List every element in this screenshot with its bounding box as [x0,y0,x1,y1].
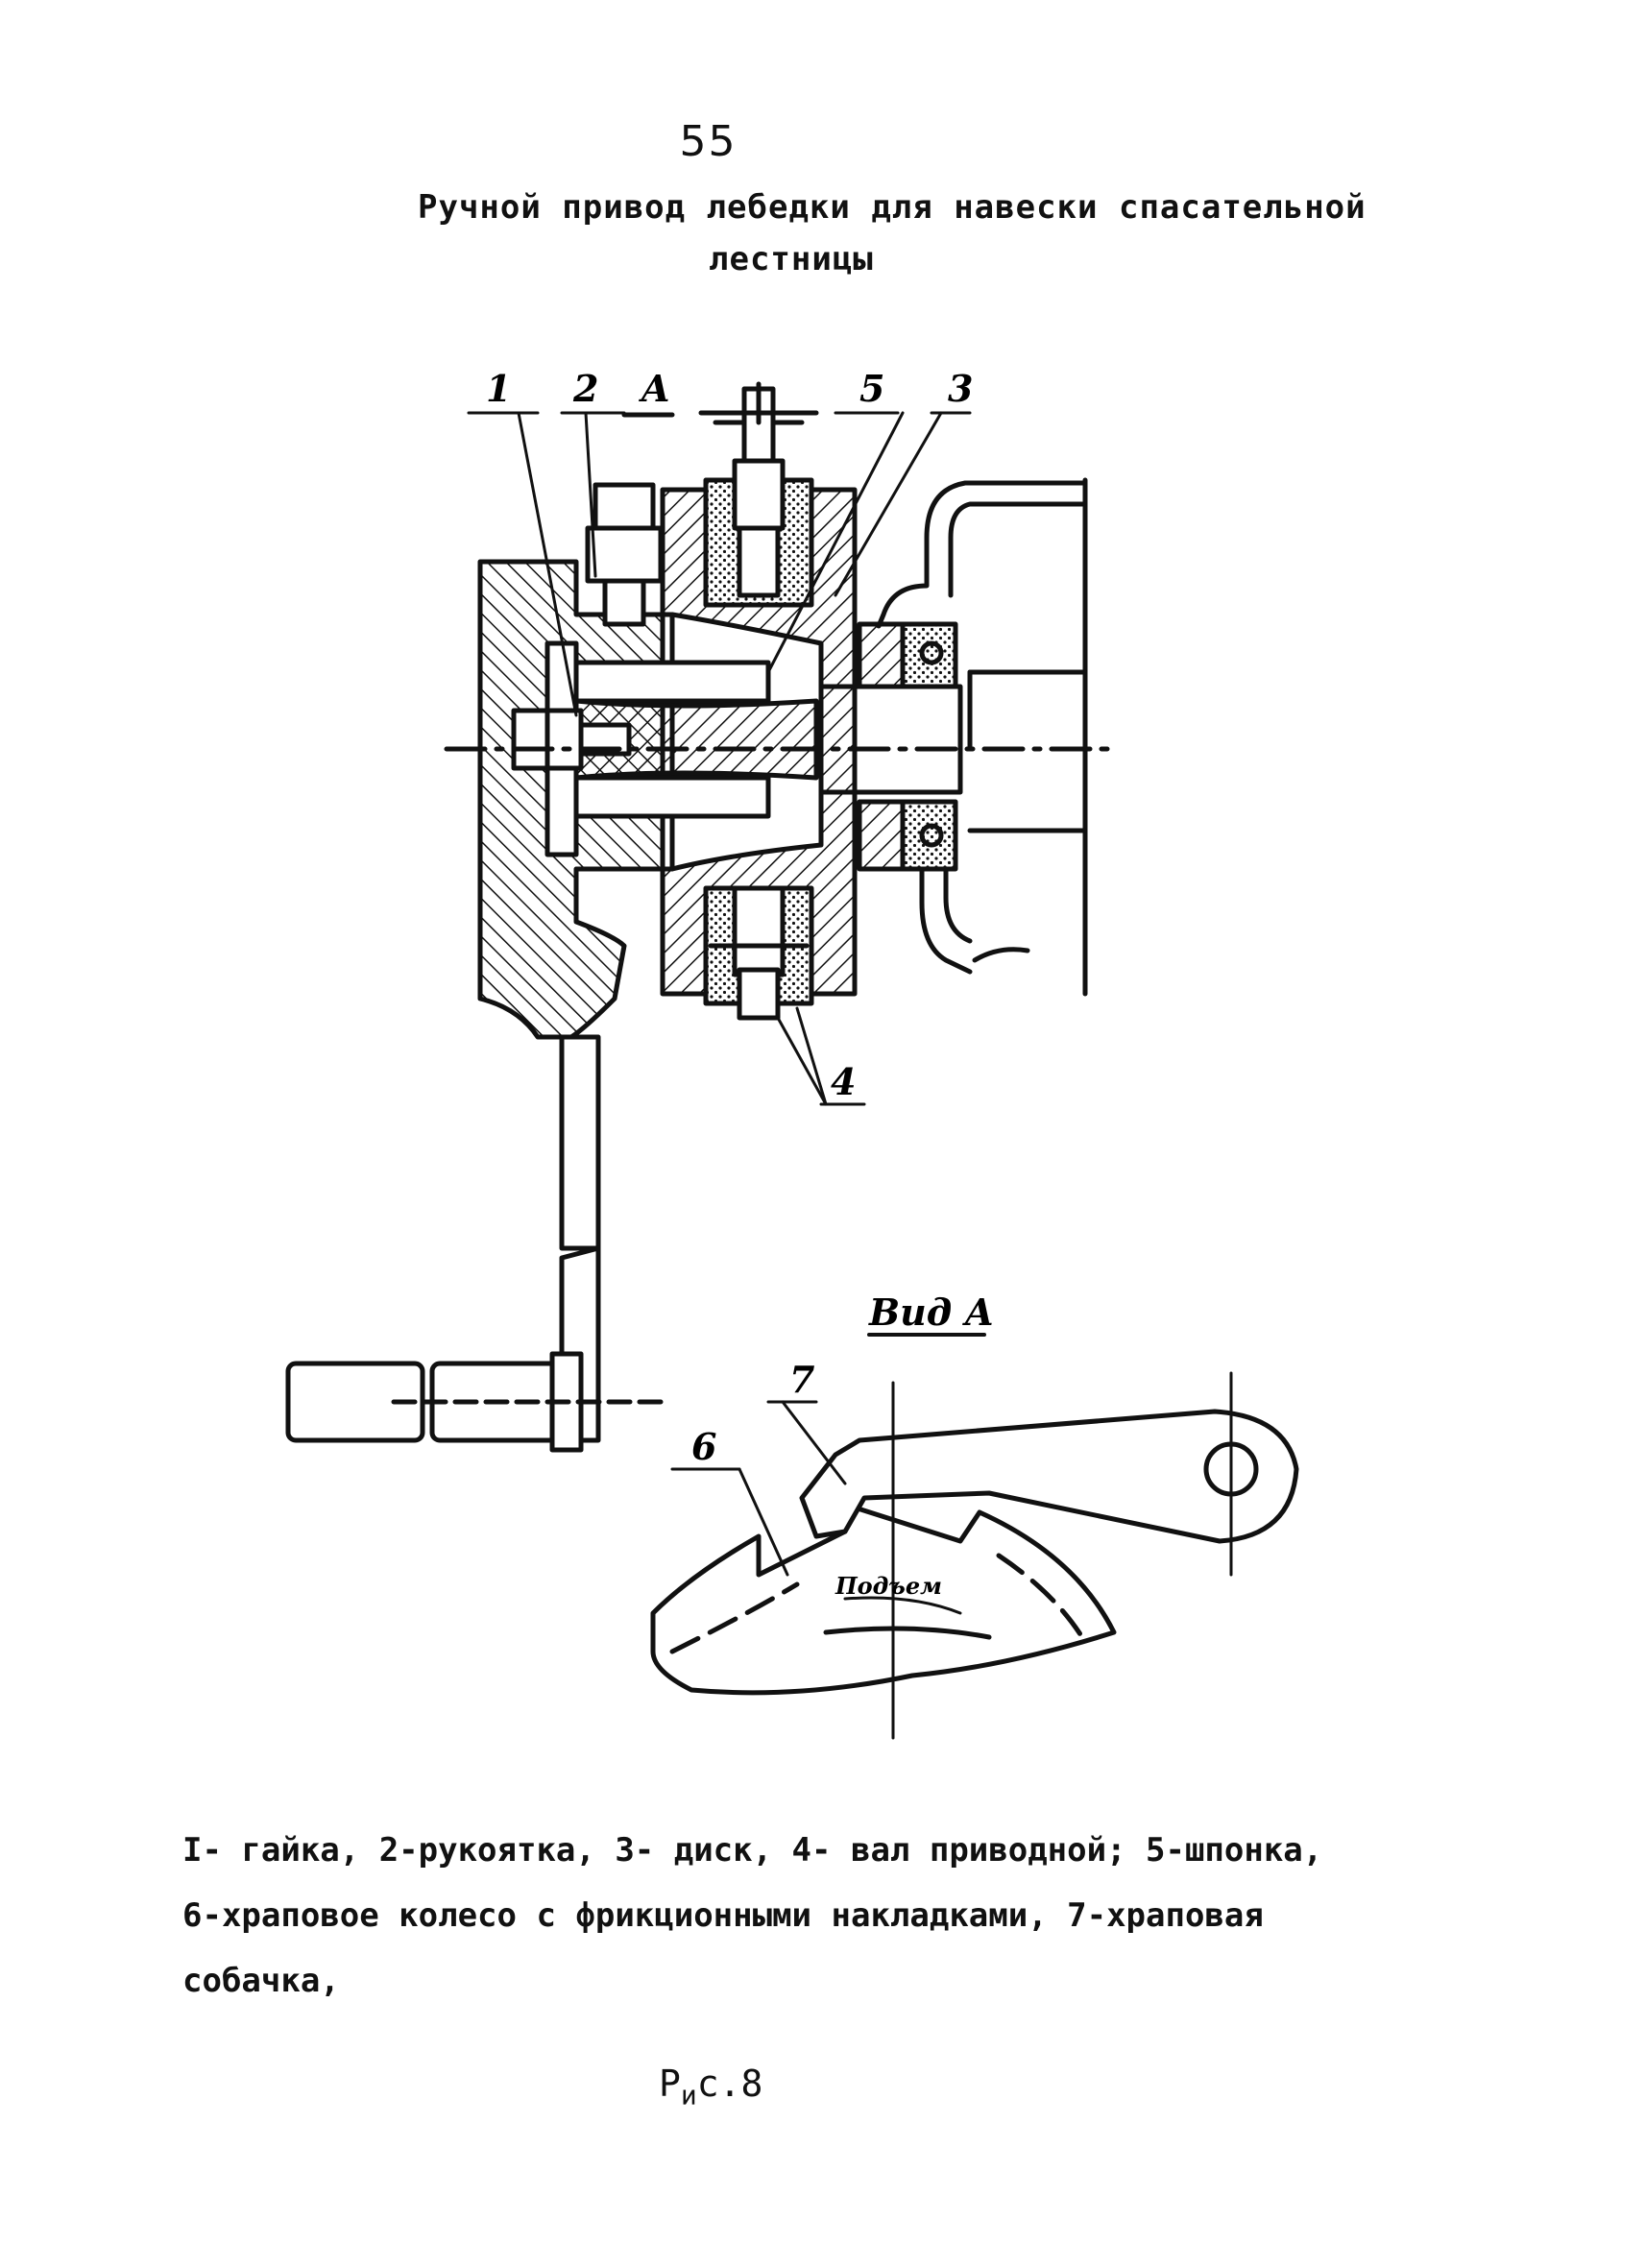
callout-6: 6 [691,1425,716,1468]
section-arrows [621,410,819,425]
ratchet-pawl [799,1371,1299,1577]
callout-2: 2 [572,367,598,410]
bolt-lower [708,885,810,1021]
crank-handle [285,746,1122,1453]
page-number: 55 [679,117,738,166]
housing [876,477,1088,997]
leader-lines [467,411,972,1106]
title-line-2: лестницы [709,240,874,278]
bearing [857,621,958,872]
bolt-upper [732,381,786,598]
legend-line: I- гайка, 2-рукоятка, 3- диск, 4- вал пр… [182,1831,1323,1870]
figure-caption: Рис.8 [659,2063,762,2111]
callout-4: 4 [831,1060,856,1103]
handle-bolt [585,482,664,627]
callout-5: 5 [859,367,884,410]
lift-direction-label: Подъем [835,1572,942,1600]
ratchet-wheel [650,1505,1117,1696]
view-leaders [670,1333,986,1577]
parts-legend: I- гайка, 2-рукоятка, 3- диск, 4- вал пр… [182,1818,1460,2014]
view-a-title: Вид А [868,1291,994,1334]
section-view [285,381,1122,1453]
view-a [650,1333,1299,1740]
callout-1: 1 [486,367,511,410]
legend-line: 6-храповое колесо с фрикционными накладк… [182,1896,1264,1935]
caption-prefix: Р [659,2063,681,2105]
callout-3: 3 [948,367,973,410]
caption-suffix: с.8 [696,2063,763,2105]
crank-hub [477,559,819,1040]
callout-7: 7 [789,1358,814,1401]
section-marker-a: A [639,367,669,410]
title-line-1: Ручной привод лебедки для навески спасат… [418,188,1367,227]
legend-line: собачка, [182,1962,340,2000]
caption-sub: и [680,2079,697,2111]
